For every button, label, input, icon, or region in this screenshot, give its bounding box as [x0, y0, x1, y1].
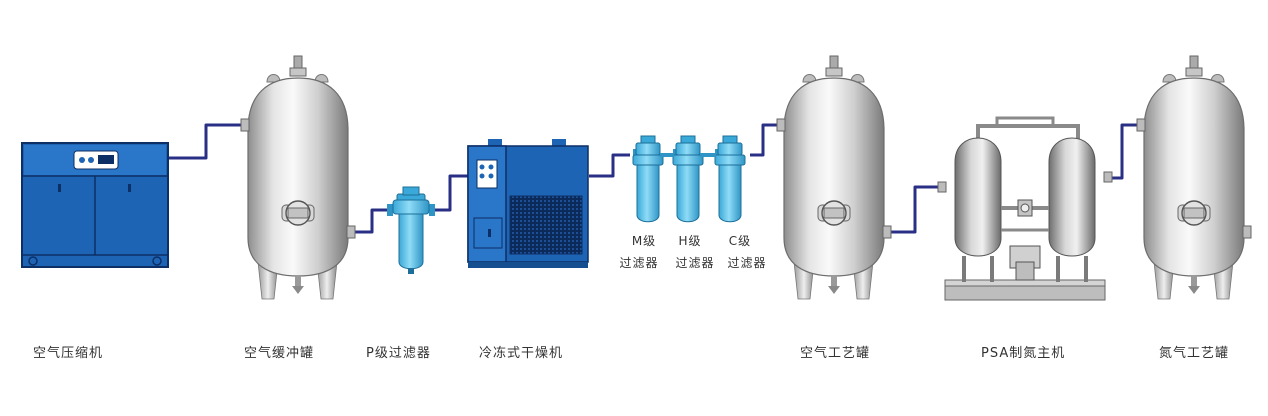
pipe-filters-to-air-tank [750, 123, 781, 157]
label-p-filter: P级过滤器 [366, 346, 431, 361]
label-air-compressor: 空气压缩机 [33, 346, 104, 361]
pipe-air-tank-to-psa [889, 185, 945, 234]
nitrogen-process-tank [1136, 55, 1252, 300]
m-filter [632, 135, 664, 223]
pipe-dryer-to-filters [589, 153, 630, 178]
label-m-filter-name: 过滤器 [619, 256, 659, 270]
pipes [168, 123, 1140, 234]
dryer-vent-grill [509, 195, 583, 255]
label-refrigerated-dryer: 冷冻式干燥机 [479, 346, 564, 361]
pipe-compressor-to-buffer [168, 123, 244, 160]
air-compressor [21, 142, 169, 268]
label-air-buffer-tank: 空气缓冲罐 [244, 346, 315, 361]
p-filter [387, 186, 435, 274]
h-filter [672, 135, 704, 223]
label-h-filter-name: 过滤器 [675, 256, 715, 270]
pipe-buffer-to-p-filter [353, 208, 392, 234]
refrigerated-dryer [467, 139, 589, 268]
label-h-filter-grade: H级 [678, 234, 702, 248]
label-psa-generator: PSA制氮主机 [981, 346, 1066, 361]
label-air-process-tank: 空气工艺罐 [800, 346, 871, 361]
air-process-tank [776, 55, 892, 300]
label-m-filter-grade: M级 [631, 234, 657, 248]
pipe-psa-to-nitrogen-tank [1105, 123, 1140, 180]
label-c-filter-grade: C级 [728, 234, 752, 248]
dryer-control-panel [476, 159, 498, 189]
label-c-filter-name: 过滤器 [727, 256, 767, 270]
air-buffer-tank [240, 55, 356, 300]
c-filter [714, 135, 746, 223]
psa-nitrogen-generator [937, 116, 1113, 301]
label-nitrogen-process-tank: 氮气工艺罐 [1159, 346, 1230, 361]
pipe-p-filter-to-dryer [430, 174, 468, 212]
